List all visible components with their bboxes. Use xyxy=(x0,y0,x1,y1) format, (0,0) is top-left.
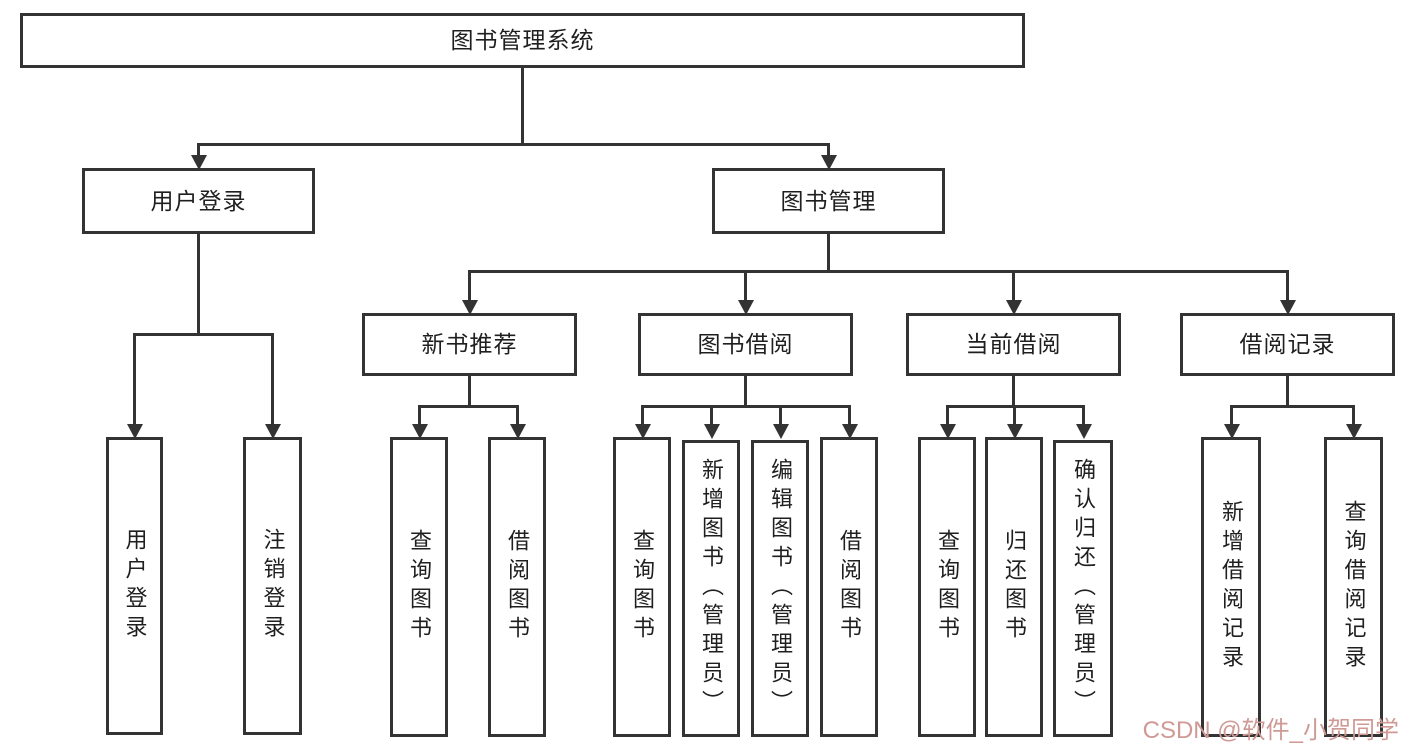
arrow-down-icon xyxy=(634,424,651,439)
leaf-bb-borrow-books: 借阅图书 xyxy=(820,437,878,737)
connector-line xyxy=(848,405,851,427)
arrow-down-icon xyxy=(190,155,207,170)
arrow-down-icon xyxy=(703,424,720,439)
arrow-down-icon xyxy=(1279,300,1296,315)
arrow-down-icon xyxy=(509,424,526,439)
leaf-logout: 注销登录 xyxy=(243,437,302,735)
connector-line xyxy=(418,405,519,408)
arrow-down-icon xyxy=(461,300,478,315)
connector-line xyxy=(744,376,747,408)
node-borrow-records: 借阅记录 xyxy=(1180,313,1395,376)
connector-line xyxy=(946,405,949,427)
arrow-down-icon xyxy=(772,424,789,439)
leaf-bb-query-books: 查询图书 xyxy=(613,437,671,737)
arrow-down-icon xyxy=(126,424,143,439)
node-new-book-recommend: 新书推荐 xyxy=(362,313,577,376)
connector-line xyxy=(468,270,471,303)
connector-line xyxy=(1230,405,1233,427)
arrow-down-icon xyxy=(737,300,754,315)
arrow-down-icon xyxy=(411,424,428,439)
connector-line xyxy=(641,405,851,408)
connector-line xyxy=(197,143,830,146)
leaf-nb-borrow-books: 借阅图书 xyxy=(488,437,546,737)
connector-line xyxy=(641,405,644,427)
node-user-login: 用户登录 xyxy=(82,168,315,234)
node-book-borrow: 图书借阅 xyxy=(638,313,853,376)
connector-line xyxy=(521,68,524,145)
connector-line xyxy=(779,405,782,427)
leaf-cb-confirm-return-admin: 确认归还（管理员） xyxy=(1053,440,1113,737)
arrow-down-icon xyxy=(264,424,281,439)
connector-line xyxy=(197,234,200,336)
connector-line xyxy=(1012,270,1015,303)
connector-line xyxy=(744,270,747,303)
arrow-down-icon xyxy=(939,424,956,439)
connector-line xyxy=(1352,405,1355,427)
connector-line xyxy=(197,143,200,158)
connector-line xyxy=(827,234,830,273)
connector-line xyxy=(1013,405,1016,427)
connector-line xyxy=(133,333,274,336)
connector-line xyxy=(468,270,1289,273)
node-book-management: 图书管理 xyxy=(712,168,945,234)
arrow-down-icon xyxy=(1006,424,1023,439)
node-root: 图书管理系统 xyxy=(20,13,1025,68)
connector-line xyxy=(1012,376,1015,408)
connector-line xyxy=(1286,270,1289,303)
connector-line xyxy=(133,333,136,427)
arrow-down-icon xyxy=(1345,424,1362,439)
arrow-down-icon xyxy=(820,155,837,170)
connector-line xyxy=(418,405,421,427)
connector-line xyxy=(827,143,830,158)
leaf-br-query-record: 查询借阅记录 xyxy=(1324,437,1383,737)
connector-line xyxy=(516,405,519,427)
arrow-down-icon xyxy=(1005,300,1022,315)
connector-line xyxy=(468,376,471,408)
arrow-down-icon xyxy=(841,424,858,439)
leaf-cb-query-books: 查询图书 xyxy=(918,437,976,737)
connector-line xyxy=(271,333,274,427)
arrow-down-icon xyxy=(1075,424,1092,439)
connector-line xyxy=(1286,376,1289,408)
leaf-bb-add-books-admin: 新增图书（管理员） xyxy=(682,440,740,737)
node-current-borrow: 当前借阅 xyxy=(906,313,1121,376)
connector-line xyxy=(1230,405,1355,408)
connector-line xyxy=(1082,405,1085,427)
watermark: CSDN @软件_小贺同学 xyxy=(1142,717,1399,745)
leaf-cb-return-books: 归还图书 xyxy=(985,437,1043,737)
leaf-br-add-record: 新增借阅记录 xyxy=(1201,437,1261,737)
leaf-user-login: 用户登录 xyxy=(106,437,163,735)
leaf-bb-edit-books-admin: 编辑图书（管理员） xyxy=(751,440,809,737)
arrow-down-icon xyxy=(1223,424,1240,439)
leaf-nb-query-books: 查询图书 xyxy=(390,437,448,737)
connector-line xyxy=(710,405,713,427)
